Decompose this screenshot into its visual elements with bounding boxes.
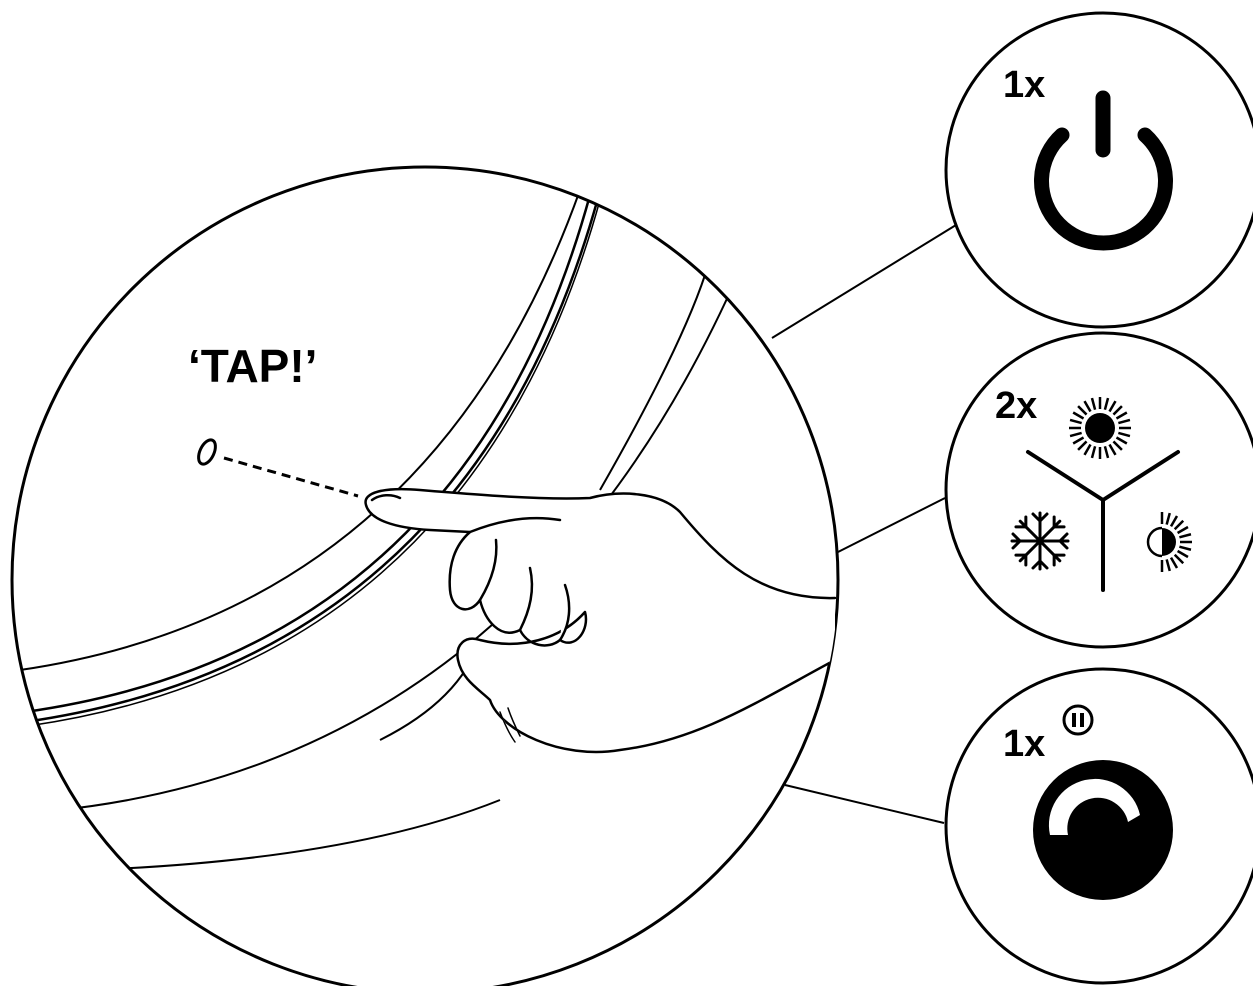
callout-power-count: 1x [1003, 64, 1045, 106]
callout-modes: 2x [944, 331, 1253, 649]
dimmer-dial-icon [1033, 760, 1173, 900]
sensor-ring-icon [197, 438, 217, 466]
snowflake-icon [1010, 511, 1070, 571]
callout-modes-count: 2x [995, 385, 1037, 427]
callout-dimmer: 1x [944, 667, 1253, 985]
connector-modes [837, 497, 946, 553]
connector-power [771, 224, 957, 339]
magnified-view: ‘TAP!’ [10, 165, 840, 986]
mode-divider [1026, 450, 1180, 592]
callout-power: 1x [944, 11, 1253, 329]
dashed-pointer-line [223, 456, 359, 498]
callout-dimmer-count: 1x [1003, 723, 1045, 765]
pointing-hand-icon [364, 487, 837, 754]
callout-connectors [771, 224, 957, 824]
half-sun-icon [1146, 512, 1192, 572]
sun-icon [1069, 397, 1131, 459]
power-icon [1034, 90, 1173, 251]
connector-dimmer [784, 784, 945, 824]
pause-icon [1062, 704, 1094, 736]
tap-label: ‘TAP!’ [188, 340, 317, 392]
